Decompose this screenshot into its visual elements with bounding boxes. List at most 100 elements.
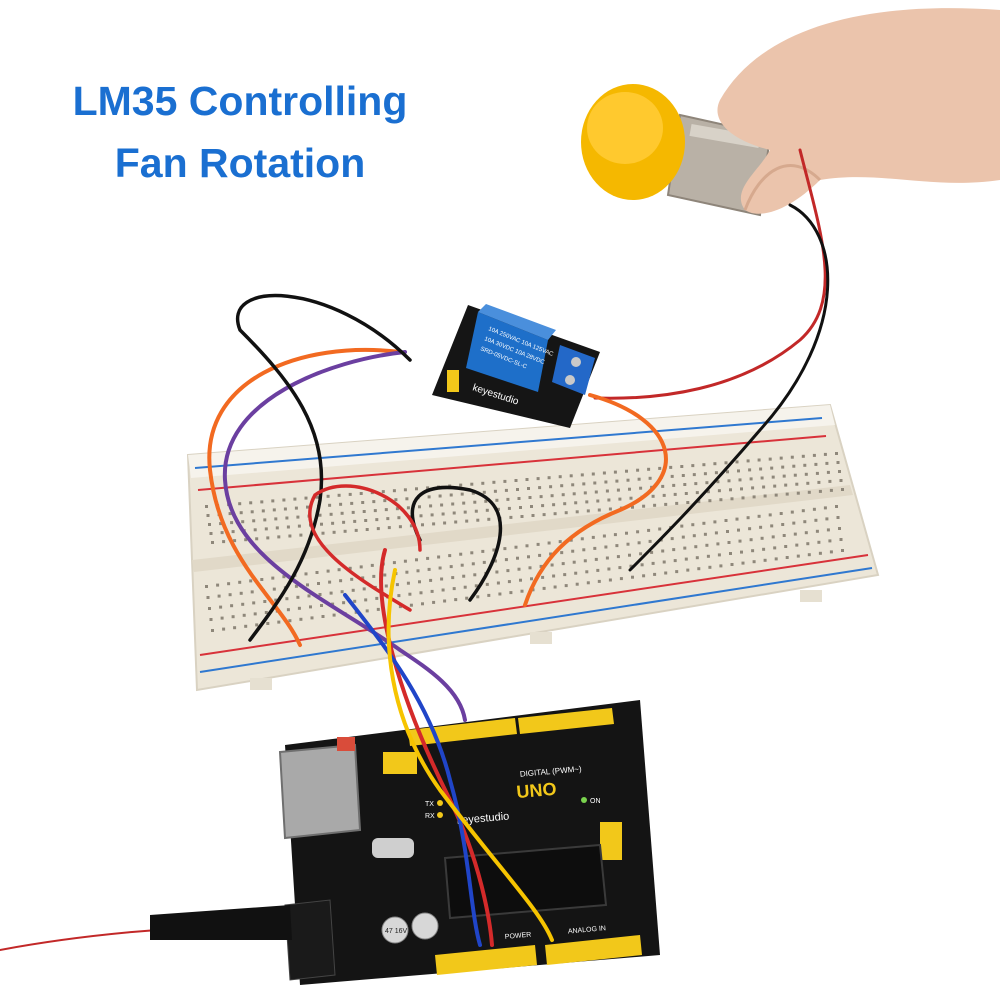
breadboard-hole — [749, 538, 753, 542]
breadboard-hole — [738, 539, 742, 543]
breadboard-hole — [507, 506, 511, 510]
breadboard-hole — [838, 470, 841, 473]
breadboard-hole — [670, 474, 674, 478]
breadboard-hole — [680, 465, 684, 468]
breadboard-hole — [807, 490, 811, 494]
breadboard-hole — [208, 607, 211, 610]
breadboard-hole — [220, 531, 224, 535]
breadboard-hole — [558, 475, 562, 479]
breadboard-hole — [274, 517, 278, 521]
breadboard-hole — [392, 561, 396, 565]
screw-terminal — [552, 345, 595, 395]
breadboard-hole — [616, 488, 620, 492]
breadboard-hole — [376, 527, 380, 531]
headline-line-2: Fan Rotation — [114, 140, 366, 186]
breadboard-hole — [650, 550, 654, 554]
breadboard-hole — [613, 470, 617, 474]
breadboard-hole — [294, 584, 298, 588]
breadboard-hole — [517, 567, 521, 571]
breadboard-hole — [288, 619, 292, 623]
breadboard-hole — [350, 577, 354, 581]
breadboard-hole — [549, 485, 553, 489]
breadboard-hole — [354, 528, 358, 532]
breadboard-hole — [628, 553, 631, 557]
breadboard-hole — [219, 522, 223, 526]
breadboard-hole — [503, 479, 507, 483]
breadboard-hole — [615, 544, 619, 548]
breadboard-hole — [463, 510, 467, 514]
breadboard-hole — [841, 549, 844, 552]
breadboard-hole — [749, 477, 753, 481]
breadboard-hole — [779, 456, 783, 460]
breadboard-hole — [594, 490, 598, 494]
breadboard-hole — [702, 521, 706, 525]
breadboard-hole — [283, 507, 287, 511]
breadboard-hole — [582, 548, 586, 552]
breadboard-hole — [462, 574, 466, 578]
breadboard-hole — [263, 518, 267, 522]
breadboard-hole — [250, 590, 254, 594]
breadboard-hole — [264, 611, 268, 614]
breadboard-hole — [637, 477, 641, 481]
breadboard-foot — [530, 632, 552, 644]
breadboard-hole — [770, 466, 774, 470]
wire-black-loop — [410, 485, 503, 602]
breadboard-hole — [771, 535, 775, 539]
breadboard-hole — [473, 500, 477, 504]
breadboard-hole — [823, 506, 827, 510]
breadboard-hole — [260, 500, 264, 504]
breadboard-hole — [514, 545, 518, 549]
breadboard-hole — [306, 505, 309, 509]
breadboard-hole — [597, 508, 601, 512]
breadboard-hole — [514, 479, 518, 482]
breadboard-hole — [337, 568, 341, 572]
breadboard-hole — [299, 533, 303, 537]
breadboard-hole — [703, 532, 707, 536]
breadboard-hole — [583, 491, 587, 495]
breadboard-hole — [583, 559, 587, 563]
breadboard-hole — [205, 585, 208, 588]
breadboard-hole — [504, 488, 508, 492]
breadboard-hole — [375, 518, 379, 522]
breadboard-hole — [409, 603, 413, 607]
breadboard-hole — [282, 498, 286, 502]
breadboard-hole — [683, 483, 687, 486]
breadboard-hole — [516, 488, 519, 491]
breadboard-hole — [774, 493, 778, 497]
breadboard-hole — [364, 598, 368, 602]
breadboard-hole — [542, 586, 546, 590]
breadboard-hole — [277, 535, 281, 539]
breadboard-hole — [626, 542, 630, 546]
breadboard-hole — [695, 556, 699, 560]
breadboard-hole — [509, 591, 513, 595]
breadboard-hole — [574, 571, 578, 575]
breadboard-hole — [684, 492, 688, 495]
breadboard-hole — [328, 503, 332, 507]
breadboard-hole — [804, 472, 808, 476]
breadboard-hole — [238, 580, 242, 584]
wire-red-loop — [308, 484, 422, 612]
breadboard-hole — [375, 596, 379, 600]
breadboard-hole — [697, 567, 701, 571]
breadboard-hole — [359, 492, 363, 495]
breadboard-hole — [661, 484, 665, 488]
breadboard-hole — [406, 506, 410, 510]
breadboard-hole — [782, 474, 786, 478]
breadboard-hole — [560, 484, 564, 488]
breadboard-hole — [449, 493, 453, 497]
breadboard-hole — [343, 529, 347, 533]
breadboard-hole — [727, 541, 731, 544]
breadboard-hole — [395, 507, 399, 511]
breadboard-hole — [430, 589, 434, 593]
breadboard-hole — [228, 512, 232, 516]
breadboard-hole — [727, 479, 731, 483]
breadboard-hole — [443, 599, 447, 603]
breadboard-hole — [286, 608, 290, 612]
analog-label: ANALOG IN — [568, 925, 607, 935]
breadboard-hole — [561, 562, 565, 566]
breadboard-hole — [219, 605, 223, 609]
breadboard-hole — [244, 624, 248, 628]
top-rail-red — [197, 435, 827, 491]
breadboard-hole — [730, 563, 734, 566]
breadboard-hole — [648, 539, 652, 543]
